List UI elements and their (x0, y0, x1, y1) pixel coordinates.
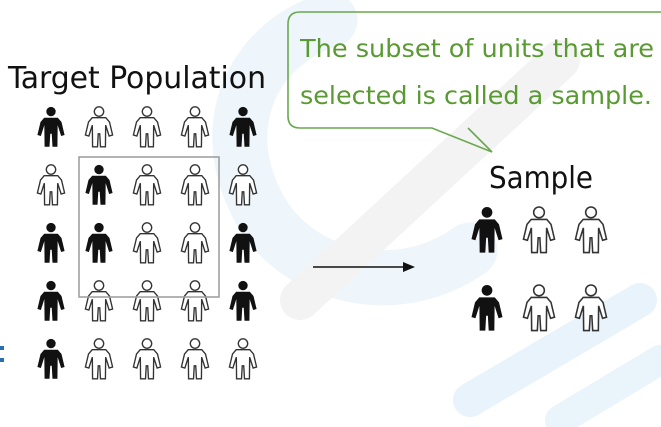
sample-selection-box (78, 156, 220, 298)
person-outline-icon (84, 106, 114, 148)
watermark-stroke-2 (453, 283, 657, 417)
watermark-arc (212, 0, 498, 306)
person-outline-icon (574, 206, 608, 254)
watermark-stroke-3 (545, 345, 661, 427)
person-outline-icon (36, 164, 66, 206)
person-outline-icon (132, 280, 162, 322)
edge-dot (0, 358, 4, 362)
callout-bubble (287, 11, 661, 153)
person-filled-icon (229, 280, 257, 321)
callout-text-line-2: selected is called a sample. (300, 81, 652, 110)
watermark-stroke (280, 40, 580, 320)
person-outline-icon (84, 280, 114, 322)
person-filled-icon (37, 106, 65, 147)
arrow-right-icon (313, 262, 415, 272)
person-outline-icon (180, 106, 210, 148)
person-outline-icon (84, 338, 114, 380)
watermark (212, 0, 661, 427)
person-outline-icon (180, 164, 210, 206)
person-filled-icon (37, 222, 65, 263)
arrow-head (403, 262, 415, 272)
person-outline-icon (132, 164, 162, 206)
person-outline-icon (132, 338, 162, 380)
person-outline-icon (180, 222, 210, 264)
population-title: Target Population (7, 61, 266, 96)
person-outline-icon (132, 222, 162, 264)
person-outline-icon (522, 284, 556, 332)
person-filled-icon (37, 338, 65, 379)
edge-dots (0, 346, 4, 362)
edge-dot (0, 346, 4, 350)
person-filled-icon (85, 222, 113, 263)
person-outline-icon (180, 280, 210, 322)
sample-grid (471, 206, 608, 332)
person-filled-icon (471, 284, 503, 331)
callout-text-line-1: The subset of units that are (299, 34, 654, 63)
person-outline-icon (132, 106, 162, 148)
person-outline-icon (228, 338, 258, 380)
person-outline-icon (180, 338, 210, 380)
person-filled-icon (85, 164, 113, 205)
sample-title: Sample (489, 161, 593, 196)
person-outline-icon (522, 206, 556, 254)
person-filled-icon (37, 280, 65, 321)
